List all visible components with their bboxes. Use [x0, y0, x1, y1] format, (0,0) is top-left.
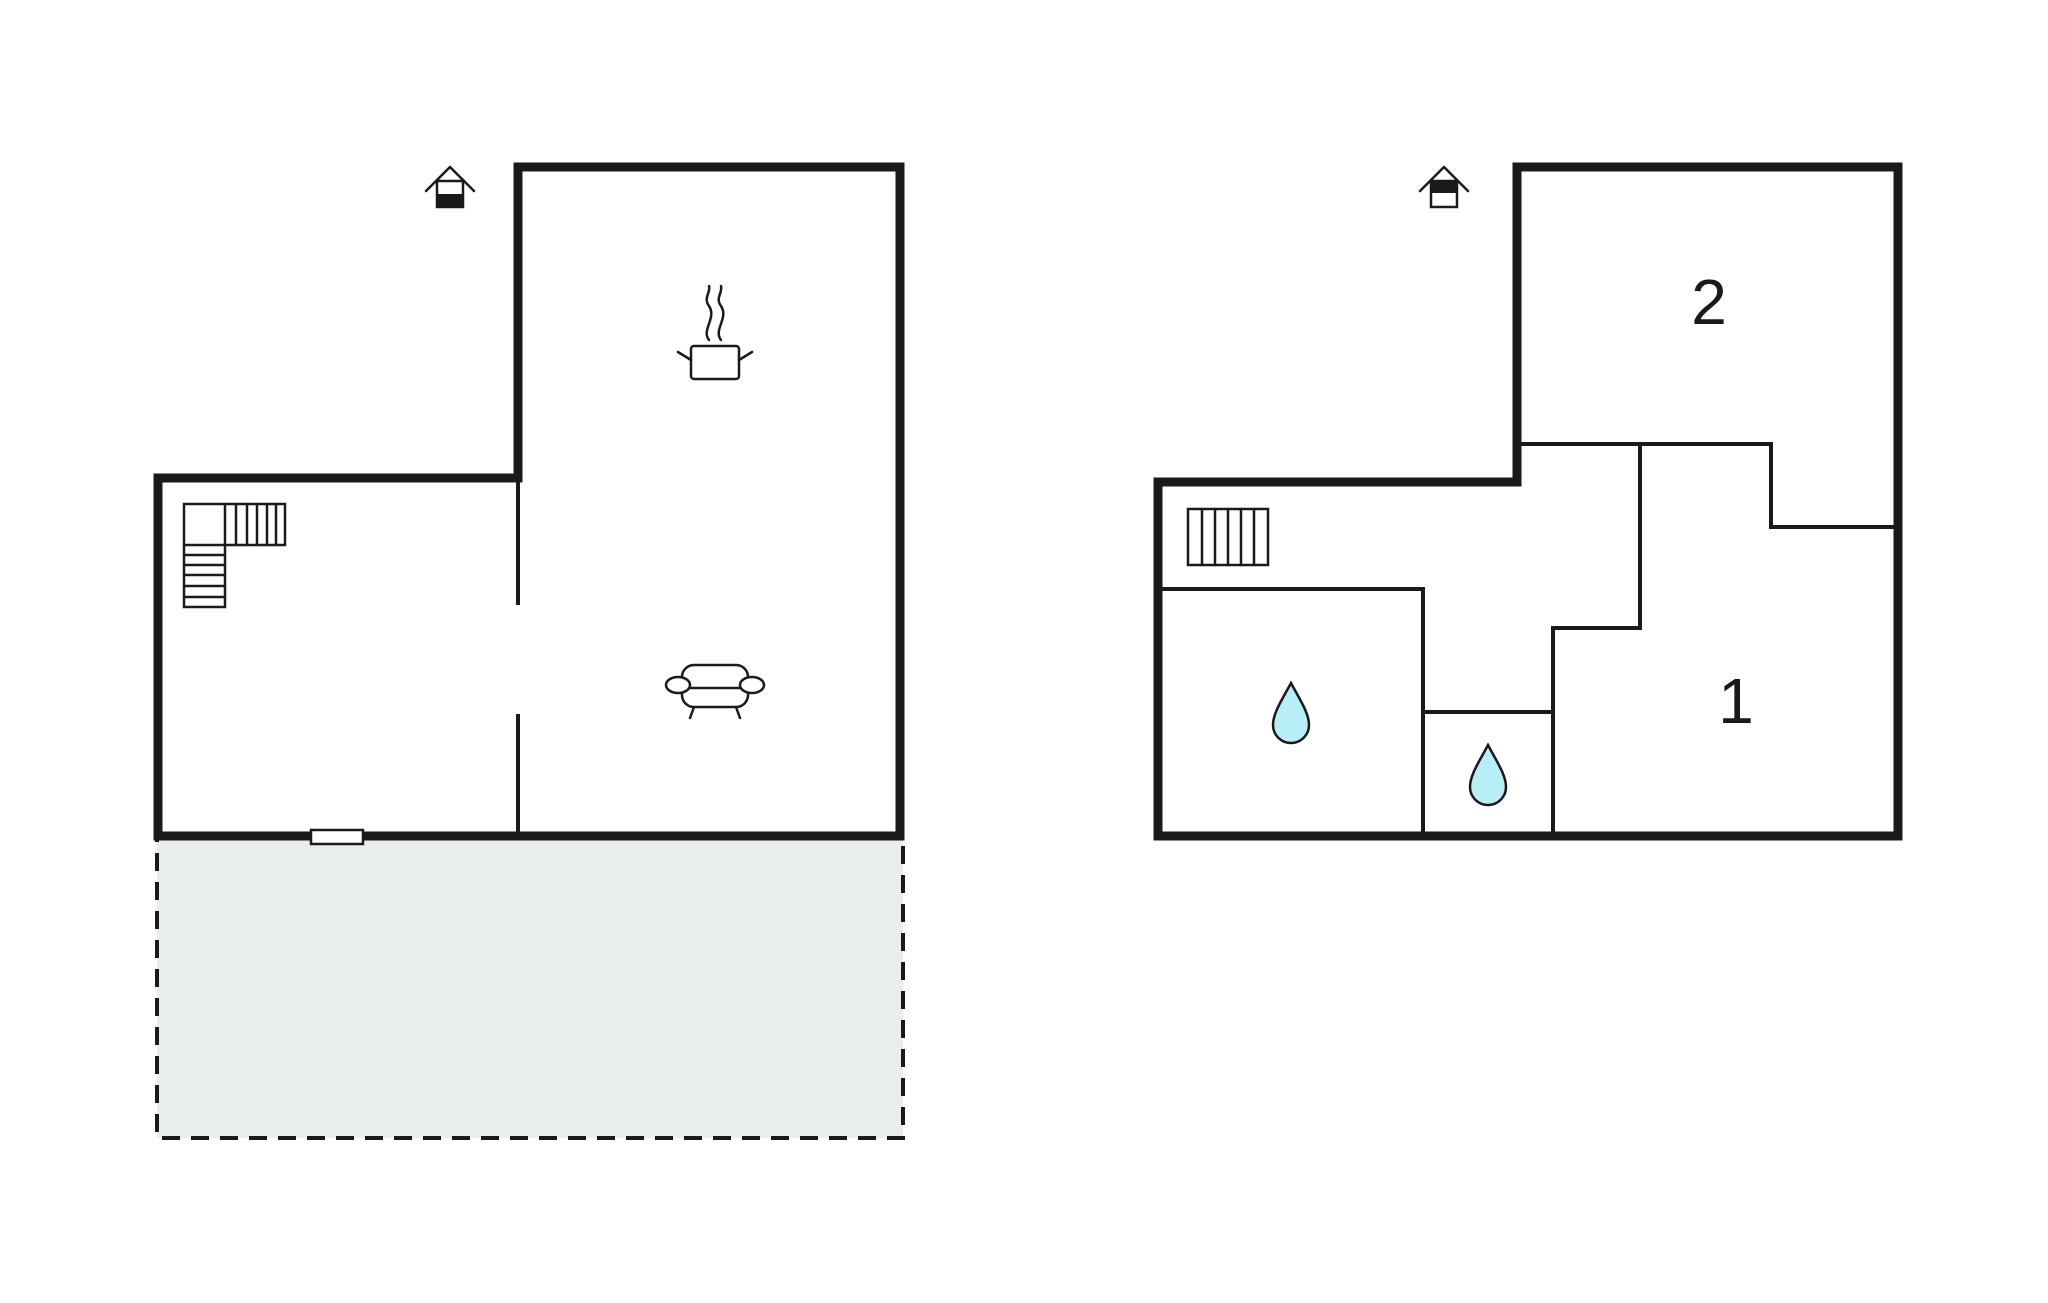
- bathroom-1-partition: [1156, 587, 1425, 838]
- cooking-pot-icon: [676, 284, 754, 381]
- door-icon: [309, 828, 365, 846]
- house-entrance-icon: [424, 165, 476, 209]
- hallway-partition: [1551, 442, 1642, 838]
- house-entrance-icon: [1418, 165, 1470, 209]
- ground-floor-outer-wall: [153, 162, 905, 841]
- ground-floor: [153, 162, 905, 1140]
- bathroom-water-drop-icon: [1468, 742, 1508, 807]
- terrace-area: [155, 836, 905, 1140]
- upper-floor-outer-wall: [1153, 162, 1903, 841]
- staircase-icon: [1186, 507, 1270, 567]
- staircase-icon: [182, 502, 287, 609]
- sofa-icon: [664, 663, 766, 720]
- bedroom-2-partition: [1515, 442, 1900, 529]
- room-number-2: 2: [1691, 266, 1727, 338]
- upper-floor: 2 1: [1153, 162, 1903, 841]
- bathroom-water-drop-icon: [1271, 680, 1311, 745]
- room-number-1: 1: [1718, 665, 1754, 737]
